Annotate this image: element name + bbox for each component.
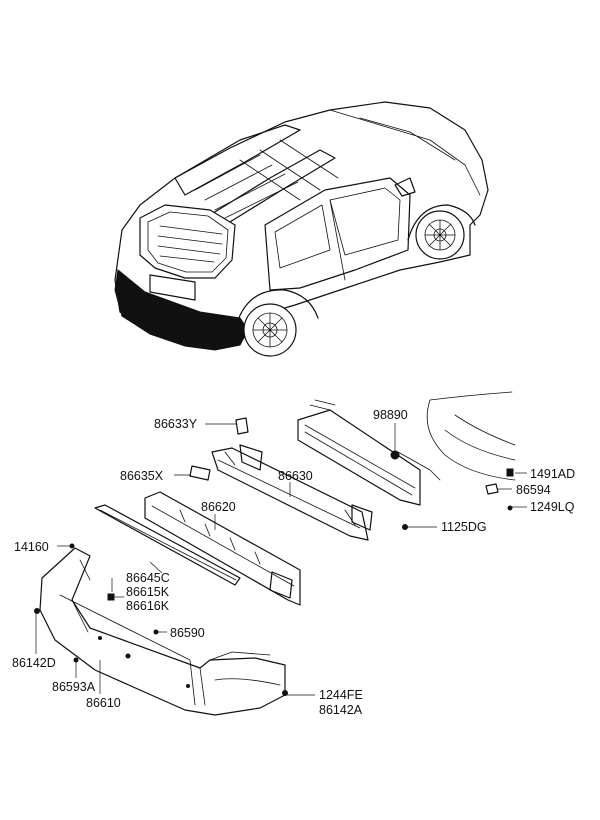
label-86594: 86594 xyxy=(516,483,551,497)
label-1244FE: 1244FE xyxy=(319,688,363,702)
part-labels: 86633Y 98890 86635X 86630 1491AD 86594 1… xyxy=(12,408,575,717)
label-86142A: 86142A xyxy=(319,703,363,717)
part-98890-beam xyxy=(297,399,441,506)
label-86630: 86630 xyxy=(278,469,313,483)
label-1491AD: 1491AD xyxy=(530,467,575,481)
fasteners xyxy=(34,417,514,696)
label-86645C: 86645C xyxy=(126,571,170,585)
label-86590: 86590 xyxy=(170,626,205,640)
part-86610-bumper-cover xyxy=(39,547,286,716)
label-1125DG: 1125DG xyxy=(441,520,487,534)
label-98890: 98890 xyxy=(373,408,408,422)
part-86645C-strip xyxy=(94,504,241,586)
label-86635X: 86635X xyxy=(120,469,164,483)
leader-lines xyxy=(35,423,527,696)
label-14160: 14160 xyxy=(14,540,49,554)
label-86142D: 86142D xyxy=(12,656,56,670)
label-86633Y: 86633Y xyxy=(154,417,198,431)
part-86620-energy-absorber xyxy=(144,491,301,606)
label-86593A: 86593A xyxy=(52,680,96,694)
label-86620: 86620 xyxy=(201,500,236,514)
label-86615K: 86615K xyxy=(126,585,170,599)
suv-vehicle-illustration xyxy=(114,101,489,357)
label-86610: 86610 xyxy=(86,696,121,710)
label-1249LQ: 1249LQ xyxy=(530,500,575,514)
rear-body-panel xyxy=(426,391,516,481)
label-86616K: 86616K xyxy=(126,599,170,613)
